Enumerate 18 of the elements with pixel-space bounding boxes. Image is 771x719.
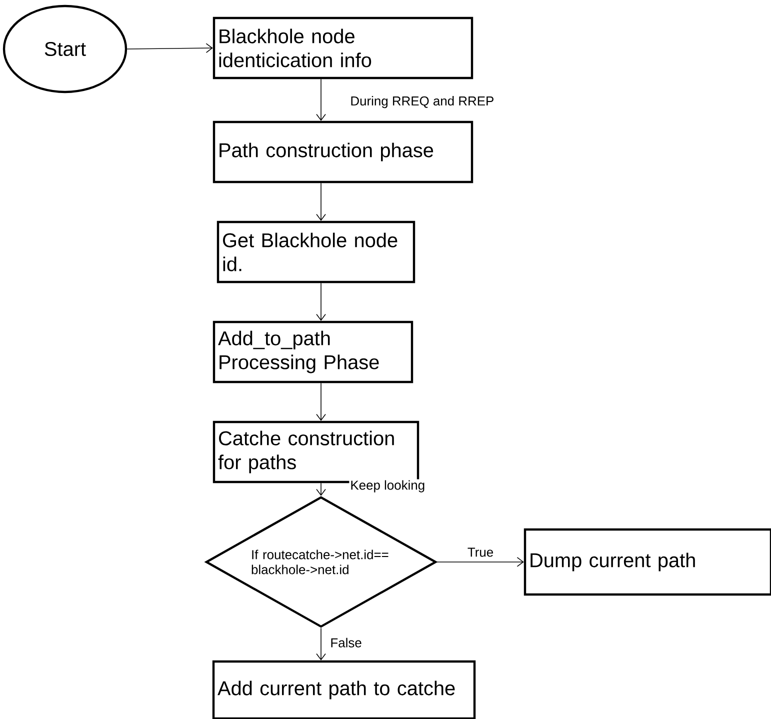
arrow [316,482,326,496]
arrow [316,628,326,660]
edge-label: Keep looking [351,480,424,492]
arrow [316,382,326,421]
edge-label: During RREQ and RREP [351,96,494,108]
edge-label: True [468,548,493,557]
process-box: Path construction phase [212,120,474,184]
edge-label: False [331,638,362,648]
arrow [316,282,326,321]
process-box: Blackhole node identicication info [212,16,474,80]
process-box: Get Blackhole node id. [216,220,416,284]
arrow [316,182,326,221]
arrow [316,78,326,121]
process-box: Dump current path [524,528,771,596]
process-box: Add current path to catche [212,660,476,719]
process-box: Add_to_path Processing Phase [212,320,414,384]
arrow [436,557,524,567]
arrow [126,43,213,53]
